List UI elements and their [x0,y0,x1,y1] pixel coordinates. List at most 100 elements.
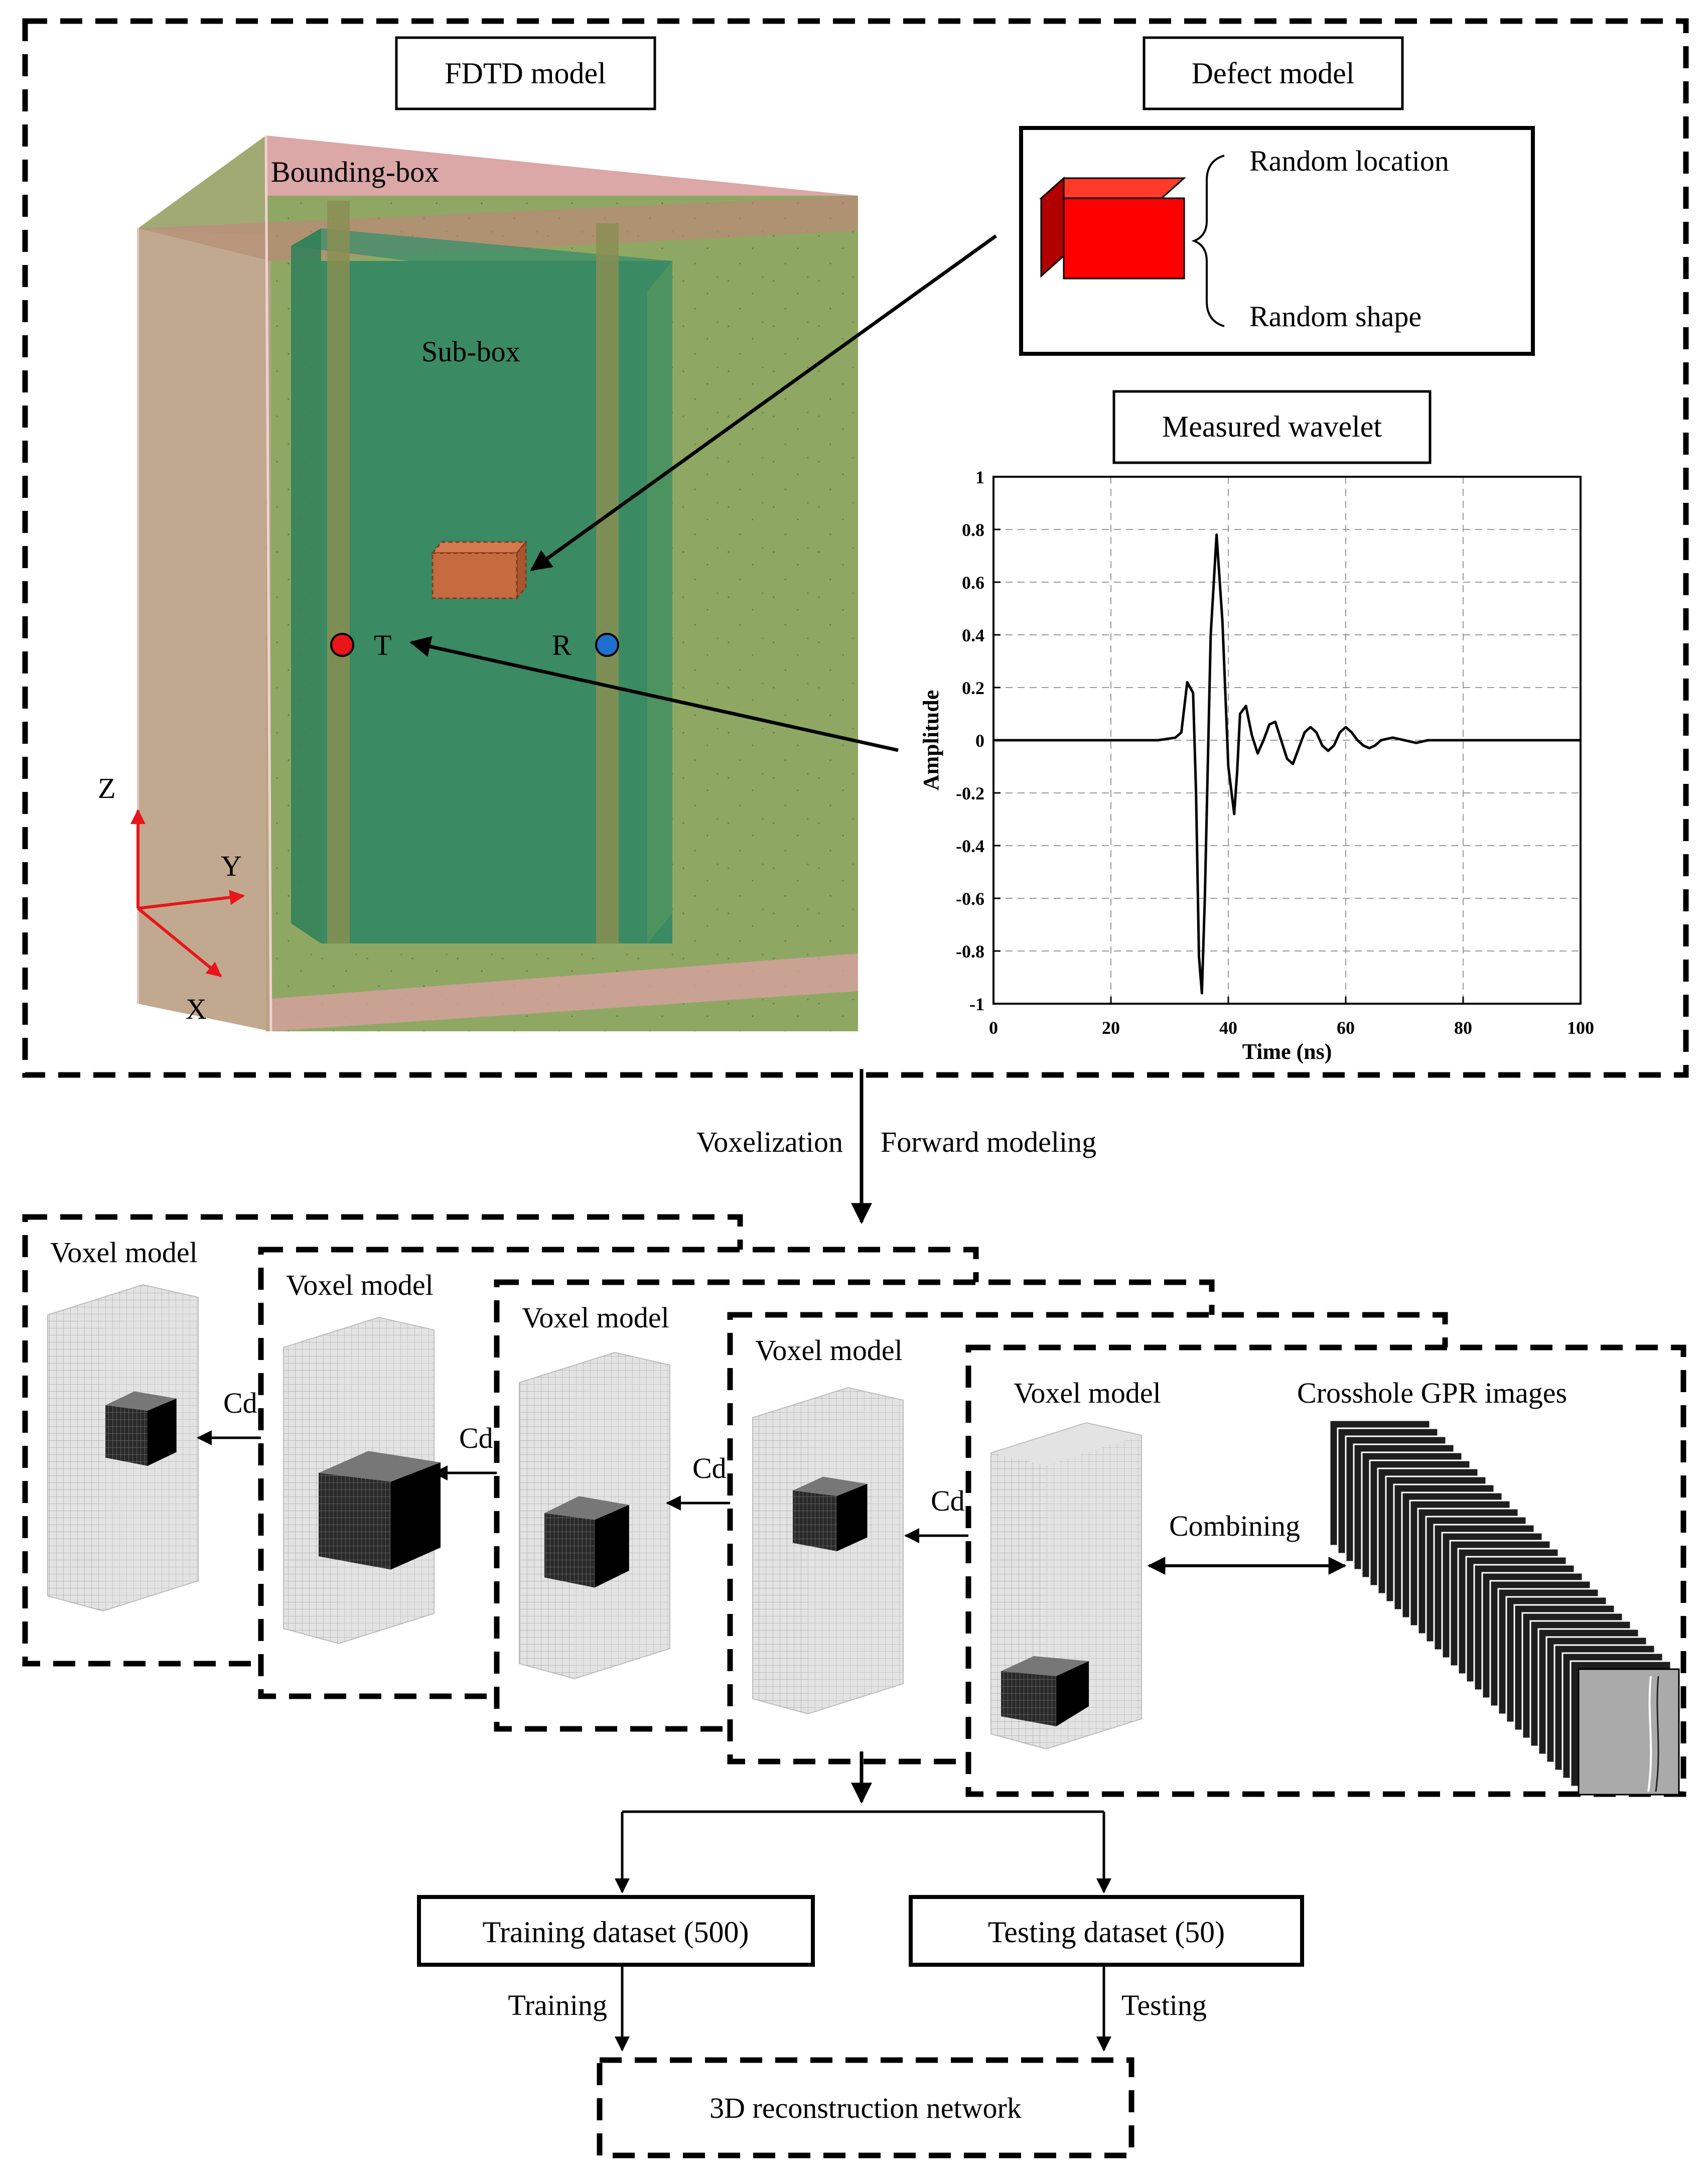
transmitter-label: T [374,629,391,661]
cd-label: Cd [459,1422,493,1454]
defect-model-box: Random location Random shape [1019,126,1535,356]
coordinate-axes: Z Y X [98,772,245,1025]
defect-brace [1191,155,1225,327]
random-shape-label: Random shape [1249,300,1421,333]
x-tick-label: 40 [1219,1018,1237,1038]
voxel-defect-top [793,1476,868,1496]
voxel-block-top [519,1352,670,1395]
voxel-defect-top [544,1496,629,1520]
y-axis-label: Amplitude [919,690,943,790]
voxel-model-label: Voxel model [286,1269,434,1301]
sub-box-right [647,261,672,943]
crosshole-gpr-label: Crosshole GPR images [1297,1377,1567,1409]
top-panel: FDTD model Defect model [22,18,1689,1078]
voxel-model-label: Voxel model [522,1301,669,1334]
wavelet-to-transmitter-arrow [409,636,899,752]
embedded-defect [431,539,528,601]
fdtd-title-box [395,36,656,110]
axis-y-label: Y [221,850,242,882]
voxel-model-label: Voxel model [755,1334,903,1367]
bounding-box-edge [264,135,272,1032]
voxel-defect-side [544,1513,595,1588]
x-axis-label: Time (ns) [1242,1039,1332,1064]
y-tick-label: 0.8 [962,520,984,540]
bounding-box-label: Bounding-box [271,156,439,188]
testing-dataset-label: Testing dataset (50) [988,1916,1225,1949]
gpr-image-trace [1655,1676,1659,1792]
sub-box-label: Sub-box [421,335,520,368]
x-tick-label: 20 [1102,1018,1120,1038]
axis-z-label: Z [98,772,115,804]
voxel-model-label: Voxel model [1014,1377,1161,1409]
network-box [597,2057,1134,2158]
dataset-flow: Training dataset (500) Testing dataset (… [417,1751,1304,2158]
defect-title-box [1143,36,1404,110]
combining-label: Combining [1169,1510,1300,1542]
x-tick-label: 100 [1567,1018,1594,1038]
y-tick-label: 0 [975,731,984,751]
voxel-defect-front [391,1462,441,1570]
voxel-defect-side [1001,1671,1056,1726]
voxel-block-side [753,1418,808,1714]
training-dataset-box [417,1895,815,1967]
y-tick-label: 0.4 [962,625,984,645]
voxel-defect-side [793,1490,837,1551]
x-tick-label: 80 [1454,1018,1472,1038]
y-tick-label: -0.6 [956,889,984,909]
borehole-right [596,223,619,943]
y-tick-label: -0.8 [956,941,984,962]
borehole-left [327,201,350,943]
network-label: 3D reconstruction network [709,2092,1022,2124]
voxel-defect-front [595,1505,629,1588]
y-tick-label: -0.4 [956,836,984,856]
voxel-defect-top [319,1451,441,1482]
forward-modeling-label: Forward modeling [881,1126,1096,1158]
fdtd-model: T R Bounding-box Sub-box Z Y X [98,135,858,1032]
receiver-dot [595,633,619,657]
axis-x-label: X [186,993,207,1025]
voxel-defect-side [105,1405,148,1466]
voxel-defect-top [105,1391,177,1411]
voxel-block-top [48,1285,198,1327]
voxel-defect-side [319,1473,391,1570]
gpr-image-trace [1647,1676,1652,1792]
voxel-model-label: Voxel model [50,1236,198,1269]
training-arrow-label: Training [508,1989,607,2021]
y-tick-label: 0.6 [962,573,984,593]
bounding-box-bottom-strip [271,954,858,1031]
voxel-defect-front [1056,1661,1089,1726]
defect-title: Defect model [1192,57,1355,90]
random-location-label: Random location [1249,145,1449,177]
y-tick-label: -1 [969,994,984,1014]
voxel-block-front [808,1400,903,1714]
testing-arrow-label: Testing [1121,1989,1207,2021]
receiver-label: R [552,629,572,661]
gpr-image-front [1578,1668,1680,1796]
fdtd-title: FDTD model [445,57,606,90]
wavelet-title: Measured wavelet [1162,410,1382,443]
defect-to-model-arrow [530,234,998,571]
voxel-block-top [283,1317,434,1360]
transmitter-dot [330,633,354,657]
training-dataset-label: Training dataset (500) [482,1916,749,1949]
y-tick-label: 0.2 [962,678,984,698]
testing-dataset-box [909,1895,1304,1967]
voxel-block-top [753,1388,903,1430]
bounding-box-left-strip [138,228,271,1031]
cd-label: Cd [931,1484,965,1517]
voxel-defect-front [148,1398,177,1466]
cd-label: Cd [692,1452,727,1484]
y-tick-label: -0.2 [956,783,984,803]
wavelet-series-line [993,533,1581,995]
voxel-defect-front [837,1483,868,1551]
voxel-block-side [283,1347,339,1644]
x-tick-label: 0 [989,1018,998,1038]
y-tick-label: 1 [975,467,984,487]
cd-label: Cd [223,1387,257,1419]
voxel-block-side [48,1315,103,1611]
voxelization-label: Voxelization [696,1126,843,1158]
defect-cube-icon [1039,176,1186,280]
